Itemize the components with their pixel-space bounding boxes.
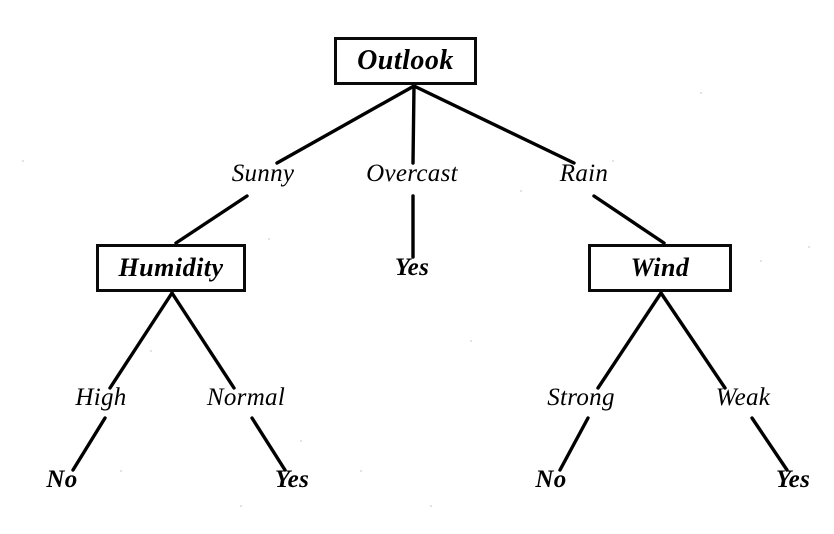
- leaf-node-leaf-normal-yes: Yes: [274, 466, 310, 493]
- decision-node-label-humidity: Humidity: [118, 253, 224, 282]
- scan-speck: [22, 160, 24, 162]
- branch-label-weak: Weak: [715, 384, 771, 411]
- scan-speck: [430, 505, 432, 507]
- leaf-node-leaf-strong-no: No: [535, 466, 567, 493]
- edge-humidity-normal: [170, 291, 236, 390]
- edge-outlook-sunny: [275, 84, 416, 165]
- edge-strong-no: [558, 416, 590, 472]
- edge-sunny-humidity: [174, 194, 249, 245]
- edge-wind-weak: [659, 291, 727, 390]
- scan-speck: [700, 92, 702, 94]
- branch-label-sunny: Sunny: [231, 160, 295, 187]
- branch-label-high: High: [75, 384, 127, 411]
- branch-label-strong: Strong: [547, 384, 615, 411]
- scan-speck: [612, 160, 614, 162]
- edge-weak-yes: [750, 416, 789, 472]
- scan-speck: [470, 340, 472, 342]
- edge-wind-strong: [596, 291, 663, 390]
- branch-label-overcast: Overcast: [366, 160, 458, 187]
- scan-speck: [150, 350, 152, 352]
- decision-node-humidity: Humidity: [96, 244, 246, 292]
- scan-speck: [520, 190, 522, 192]
- scan-speck: [760, 260, 762, 262]
- scan-speck: [240, 505, 242, 507]
- decision-node-label-wind: Wind: [630, 253, 690, 282]
- decision-node-outlook: Outlook: [334, 37, 477, 85]
- scan-speck: [300, 440, 302, 442]
- edge-high-no: [71, 416, 107, 472]
- scan-speck: [808, 246, 810, 248]
- branch-label-normal: Normal: [206, 384, 286, 411]
- scan-speck: [268, 238, 270, 240]
- scan-speck: [120, 470, 122, 472]
- branch-label-rain: Rain: [559, 160, 609, 187]
- edge-normal-yes: [250, 416, 287, 472]
- edge-outlook-overcast: [411, 84, 416, 165]
- leaf-node-leaf-weak-yes: Yes: [775, 466, 811, 493]
- decision-node-wind: Wind: [588, 244, 732, 292]
- edge-outlook-rain: [412, 84, 576, 165]
- leaf-node-leaf-high-no: No: [46, 466, 78, 493]
- scan-speck: [360, 470, 362, 472]
- edge-rain-wind: [592, 194, 666, 245]
- leaf-node-leaf-overcast-yes: Yes: [394, 254, 430, 281]
- decision-node-label-outlook: Outlook: [357, 45, 454, 76]
- edge-humidity-high: [108, 291, 174, 390]
